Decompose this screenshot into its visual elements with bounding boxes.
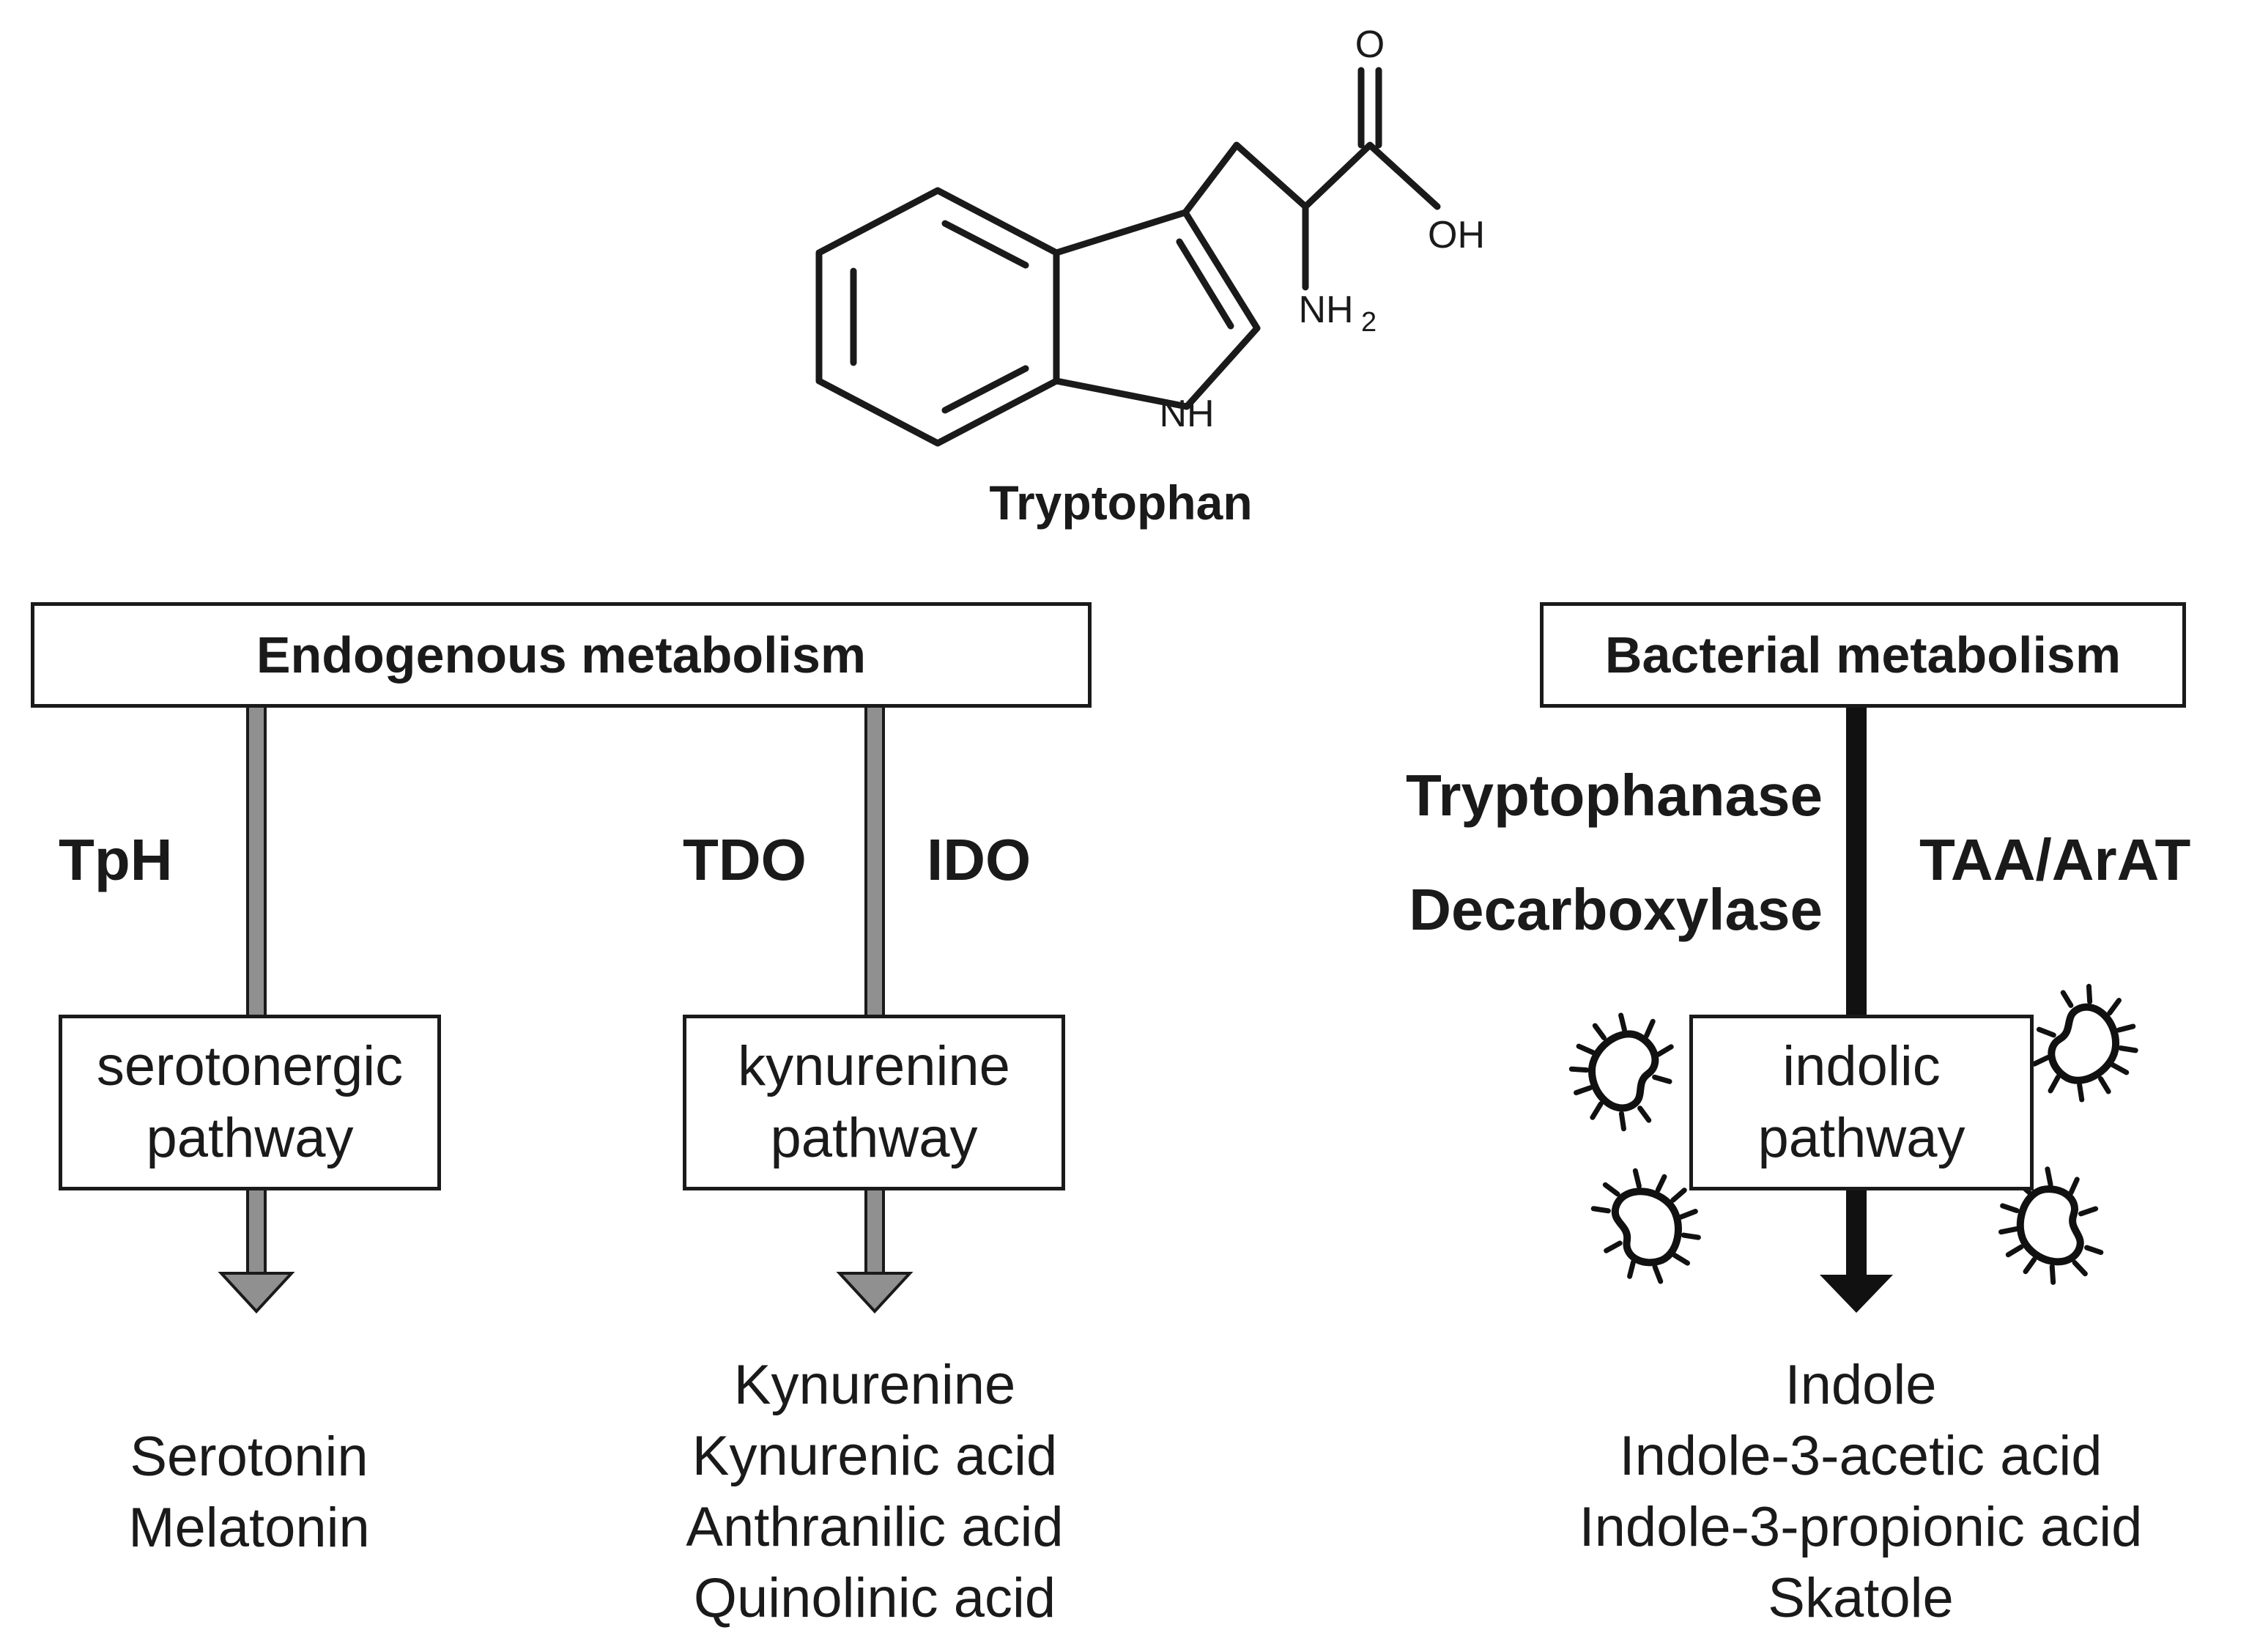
product-item: Kynurenic acid <box>692 1425 1058 1487</box>
endogenous-header-box: Endogenous metabolism <box>31 602 1092 708</box>
kynurenine-products: Kynurenine Kynurenic acid Anthranilic ac… <box>623 1349 1127 1634</box>
enzyme-taa-arat: TAA/ArAT <box>1919 827 2191 892</box>
enzyme-ido: IDO <box>927 827 1031 892</box>
indolic-pathway-box: indolic pathway <box>1689 1015 2034 1190</box>
serotonergic-pathway-box: serotonergic pathway <box>59 1015 441 1190</box>
enzyme-tryptophanase: Tryptophanase <box>1405 763 1823 828</box>
product-item: Indole-3-propionic acid <box>1579 1496 2143 1558</box>
bacterium-icon <box>1568 1012 1674 1132</box>
indolic-arrow <box>1820 702 1893 1313</box>
amine-subscript: 2 <box>1361 307 1377 338</box>
bacterial-header: Bacterial metabolism <box>1604 626 2122 684</box>
product-item: Indole-3-acetic acid <box>1619 1425 2102 1487</box>
serotonergic-arrow <box>218 702 295 1314</box>
bacterial-header-box: Bacterial metabolism <box>1540 602 2186 708</box>
enzyme-tph: TpH <box>59 827 173 892</box>
bacteria-icons <box>1568 983 2138 1285</box>
serotonergic-products: Serotonin Melatonin <box>37 1421 462 1563</box>
indolic-line2: pathway <box>1757 1107 1965 1169</box>
product-item: Anthranilic acid <box>686 1496 1064 1558</box>
indolic-line1: indolic <box>1782 1035 1941 1097</box>
amine-label: NH <box>1298 289 1353 331</box>
indolic-products: Indole Indole-3-acetic acid Indole-3-pro… <box>1516 1349 2205 1634</box>
product-item: Indole <box>1785 1354 1937 1416</box>
product-item: Skatole <box>1768 1567 1954 1629</box>
kynurenine-line2: pathway <box>770 1107 978 1169</box>
tryptophan-structure <box>815 67 1441 447</box>
enzyme-decarboxylase: Decarboxylase <box>1409 877 1823 942</box>
hydroxyl-label: OH <box>1428 214 1485 256</box>
serotonergic-line1: serotonergic <box>96 1035 404 1097</box>
kynurenine-arrow <box>836 702 914 1314</box>
enzyme-tdo: TDO <box>683 827 807 892</box>
oxygen-atom-label: O <box>1355 23 1385 66</box>
ring-nh-label: NH <box>1159 393 1214 435</box>
kynurenine-pathway-box: kynurenine pathway <box>683 1015 1065 1190</box>
molecule-name: Tryptophan <box>989 475 1253 530</box>
endogenous-header: Endogenous metabolism <box>256 626 867 684</box>
product-item: Kynurenine <box>733 1354 1016 1416</box>
serotonergic-line2: pathway <box>146 1107 354 1169</box>
bacterium-icon <box>1998 1166 2104 1285</box>
product-item: Melatonin <box>128 1497 370 1559</box>
product-item: Serotonin <box>130 1426 368 1488</box>
product-item: Quinolinic acid <box>693 1567 1056 1629</box>
bacterium-icon <box>2031 983 2138 1103</box>
kynurenine-line1: kynurenine <box>738 1035 1010 1097</box>
bacterium-icon <box>1590 1168 1701 1284</box>
